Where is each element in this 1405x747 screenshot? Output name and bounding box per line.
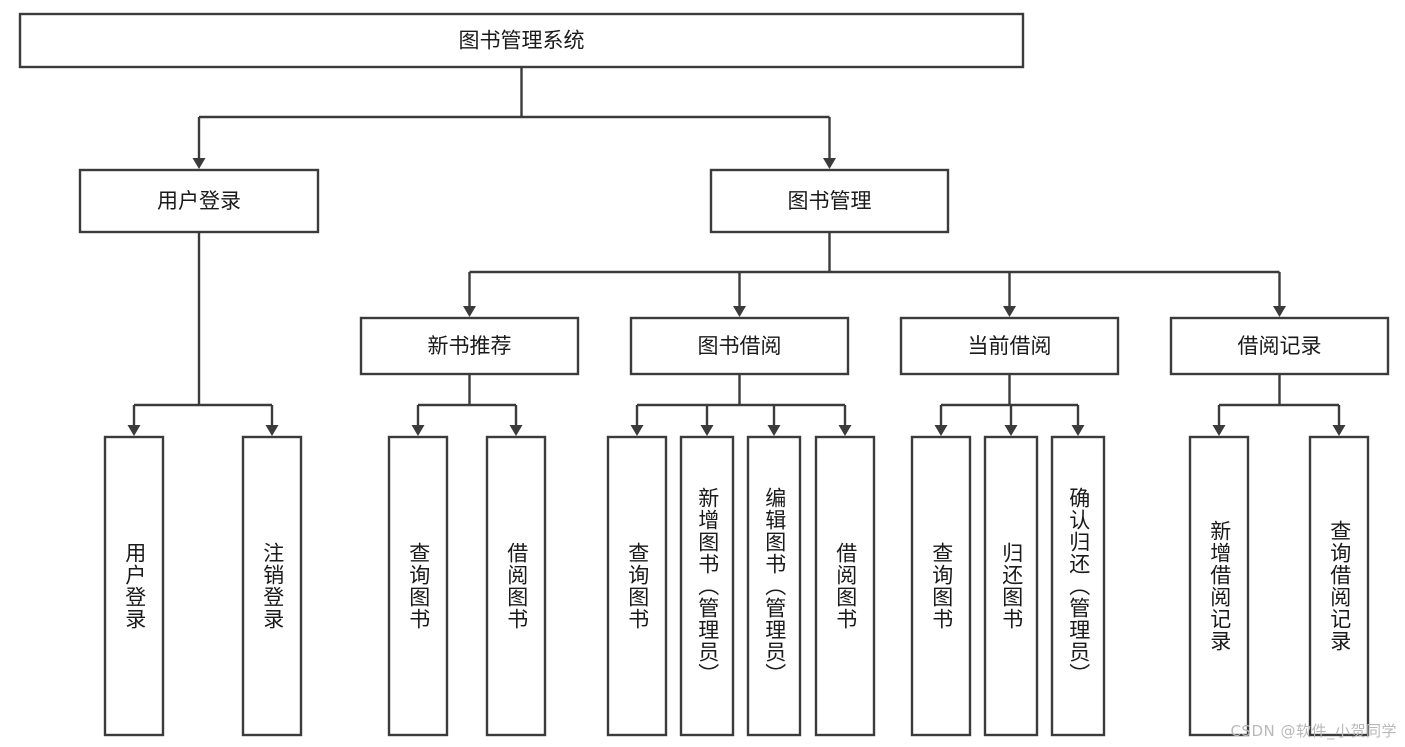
node-box[interactable] — [1308, 435, 1370, 737]
node-box[interactable] — [485, 435, 547, 737]
node-box[interactable] — [241, 435, 303, 737]
connector-layer — [127, 67, 1346, 436]
watermark: CSDN @软件_小贺同学 — [1230, 722, 1397, 740]
leaf-node-e69fa5e8afa2e59bbee4b9a6[interactable] — [910, 435, 972, 737]
l2-node-e59bbee4b9a6e7aea1e79086[interactable]: 图书管理 — [709, 168, 950, 234]
l3-node-e5bd93e5898de5809fe99885[interactable]: 当前借阅 — [899, 316, 1120, 376]
node-box[interactable] — [1188, 435, 1250, 737]
node-box[interactable] — [910, 435, 972, 737]
node-box[interactable] — [78, 168, 320, 234]
node-box[interactable] — [983, 435, 1039, 737]
leaf-node-e7a1aee8aea4e5bd92e8bf98efbc[interactable] — [1050, 435, 1106, 737]
l3-node-e5809fe99885e8aeb0e5bd95[interactable]: 借阅记录 — [1169, 316, 1390, 376]
node-label: 当前借阅 — [968, 334, 1052, 358]
node-box[interactable] — [679, 435, 735, 737]
root-node-e59bbee4b9a6e7aea1e79086e7b3[interactable]: 图书管理系统 — [18, 12, 1025, 69]
node-box[interactable] — [629, 316, 850, 376]
node-box[interactable] — [387, 435, 449, 737]
node-box[interactable] — [709, 168, 950, 234]
node-box[interactable] — [1169, 316, 1390, 376]
leaf-node-e5809fe99885e59bbee4b9a6[interactable] — [814, 435, 876, 737]
leaf-node-e794a8e688b7e799bbe5bd95[interactable] — [103, 435, 165, 737]
leaf-node-e69fa5e8afa2e59bbee4b9a6[interactable] — [606, 435, 668, 737]
l2-node-e794a8e688b7e799bbe5bd95[interactable]: 用户登录 — [78, 168, 320, 234]
l3-node-e59bbee4b9a6e5809fe99885[interactable]: 图书借阅 — [629, 316, 850, 376]
node-box[interactable] — [899, 316, 1120, 376]
leaf-node-e69fa5e8afa2e59bbee4b9a6[interactable] — [387, 435, 449, 737]
leaf-node-e696b0e5a29ee59bbee4b9a6efbc[interactable] — [679, 435, 735, 737]
node-label: 用户登录 — [157, 189, 241, 213]
node-label: 图书借阅 — [698, 334, 782, 358]
node-label: 图书管理系统 — [459, 29, 585, 53]
node-label: 新书推荐 — [428, 334, 512, 358]
leaf-node-e5bd92e8bf98e59bbee4b9a6[interactable] — [983, 435, 1039, 737]
node-label: 图书管理 — [788, 189, 872, 213]
node-box[interactable] — [814, 435, 876, 737]
leaf-node-e69fa5e8afa2e5809fe99885e8ae[interactable] — [1308, 435, 1370, 737]
l3-node-e696b0e4b9a6e68ea8e88d90[interactable]: 新书推荐 — [359, 316, 580, 376]
node-box[interactable] — [606, 435, 668, 737]
node-box[interactable] — [359, 316, 580, 376]
node-box[interactable] — [103, 435, 165, 737]
leaf-node-e7bc96e8be91e59bbee4b9a6efbc[interactable] — [746, 435, 802, 737]
node-label: 借阅记录 — [1238, 334, 1322, 358]
node-box[interactable] — [1050, 435, 1106, 737]
leaf-node-e6b3a8e99480e799bbe5bd95[interactable] — [241, 435, 303, 737]
node-box[interactable] — [18, 12, 1025, 69]
leaf-node-e696b0e5a29ee5809fe99885e8ae[interactable] — [1188, 435, 1250, 737]
node-box[interactable] — [746, 435, 802, 737]
leaf-node-e5809fe99885e59bbee4b9a6[interactable] — [485, 435, 547, 737]
